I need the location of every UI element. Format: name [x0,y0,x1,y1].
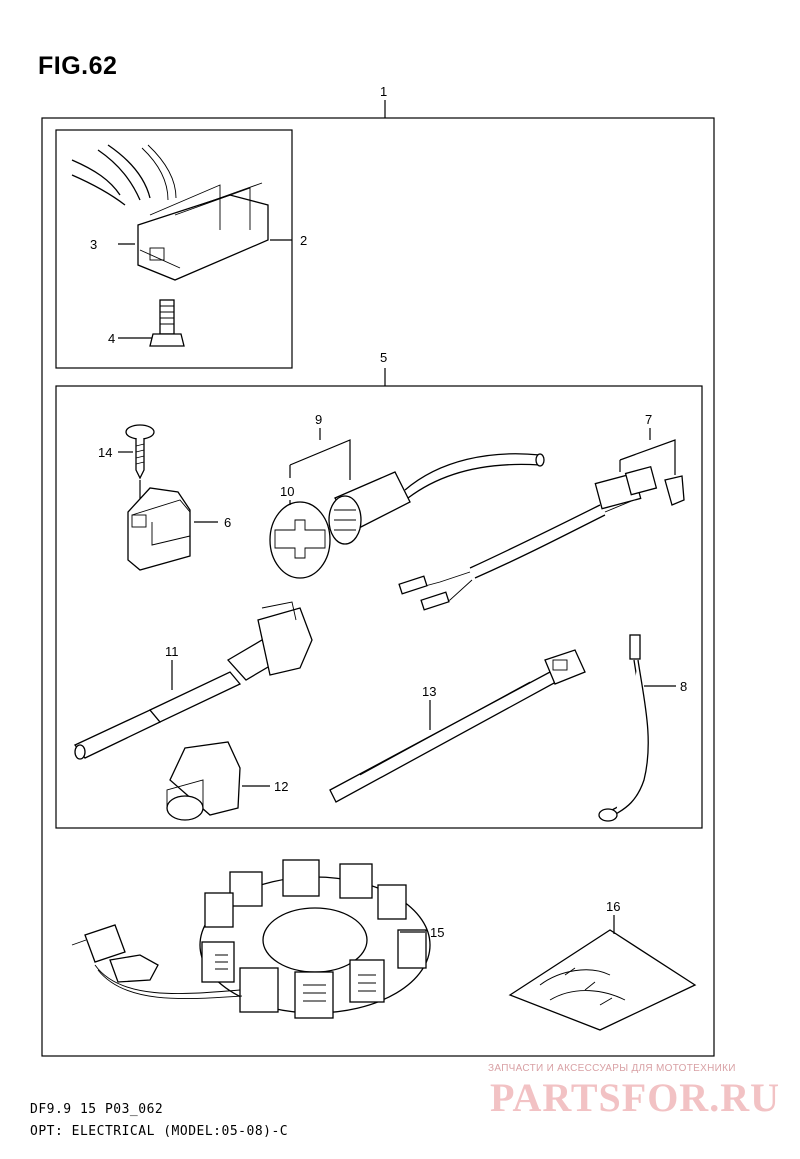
cable-tie [329,649,586,803]
figure-description: OPT: ELECTRICAL (MODEL:05-08)-C [30,1124,289,1139]
connector-cover [269,501,331,579]
protective-sleeve [73,601,313,760]
callout-16: 16 [606,899,620,914]
wiring-harness [398,465,685,611]
callout-5: 5 [380,350,387,365]
callout-4: 4 [108,331,115,346]
regulator-assembly [71,144,269,281]
callout-15: 15 [430,925,444,940]
ground-lead [598,634,649,822]
kit-outline-box [41,117,715,1057]
callout-1: 1 [380,84,387,99]
stator-coil [199,859,431,1019]
stator-lead-connector [71,924,243,1000]
bolt [149,299,185,347]
clamp [127,487,191,571]
watermark-brand: PARTSFOR.RU [490,1075,780,1120]
regulator-group-box [55,129,293,369]
harness-group-box [55,385,703,829]
callout-7: 7 [645,412,652,427]
grommet [166,741,241,821]
callout-3: 3 [90,237,97,252]
callout-12: 12 [274,779,288,794]
callout-8: 8 [680,679,687,694]
callout-14: 14 [98,445,112,460]
figure-title: FIG.62 [38,52,118,80]
callout-11: 11 [165,644,179,659]
model-code: DF9.9 15 P03_062 [30,1102,164,1117]
watermark-tagline: ЗАПЧАСТИ И АКСЕССУАРЫ ДЛЯ МОТОТЕХНИКИ [488,1063,736,1074]
tapping-screw [125,424,155,480]
connector-housing [328,453,545,545]
callout-2: 2 [300,233,307,248]
parts-bag [508,929,697,1031]
callout-13: 13 [422,684,436,699]
callout-9: 9 [315,412,322,427]
callout-10: 10 [280,484,294,499]
callout-6: 6 [224,515,231,530]
